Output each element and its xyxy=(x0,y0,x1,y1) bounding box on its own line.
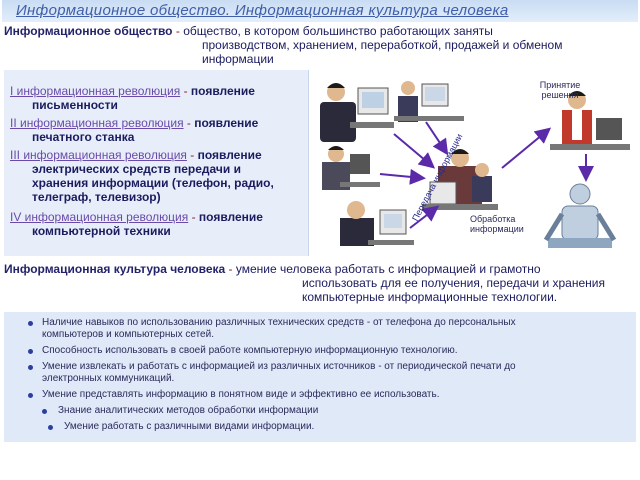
culture-def-line1: умение человека работать с информацией и… xyxy=(235,262,541,276)
bullet-icon xyxy=(28,393,33,398)
revolutions-panel: I информационная революция - появление п… xyxy=(4,70,309,256)
worker-icon xyxy=(322,146,380,190)
society-definition: Информационное общество - общество, в ко… xyxy=(4,24,624,66)
info-flow-illustration: Принятие решения Передача информации Обр… xyxy=(310,70,636,260)
culture-def-line2: использовать для ее получения, передачи … xyxy=(302,276,605,290)
decision-maker-icon xyxy=(550,91,630,150)
worker-icon xyxy=(340,201,414,246)
processing-group-icon xyxy=(422,149,498,210)
bullet-icon xyxy=(48,425,53,430)
bullet-icon xyxy=(28,349,33,354)
info-flow-svg xyxy=(320,81,630,248)
society-term: Информационное общество xyxy=(4,24,173,38)
worker-icon xyxy=(320,83,394,142)
revolution-4: IV информационная революция - появление … xyxy=(10,210,263,238)
list-item: Умение представлять информацию в понятно… xyxy=(42,389,440,400)
culture-definition: Информационная культура человека - умени… xyxy=(4,262,634,304)
society-def-line1: общество, в котором большинство работающ… xyxy=(183,24,493,38)
processing-label: Обработка информации xyxy=(470,214,524,234)
robot-icon xyxy=(543,183,617,248)
culture-term: Информационная культура человека xyxy=(4,262,226,276)
bullet-icon xyxy=(42,409,47,414)
worker-icon xyxy=(394,81,464,122)
list-item: Наличие навыков по использованию различн… xyxy=(42,317,516,340)
revolution-1: I информационная революция - появление п… xyxy=(10,84,255,112)
culture-def-line3: компьютерные информационные технологии. xyxy=(302,290,558,304)
list-item: Умение извлекать и работать с информацие… xyxy=(42,361,516,384)
revolution-3: III информационная революция - появление… xyxy=(10,148,274,204)
list-item: Способность использовать в своей работе … xyxy=(42,345,458,356)
skills-list: Наличие навыков по использованию различн… xyxy=(4,312,636,442)
society-def-line2: производством, хранением, переработкой, … xyxy=(202,38,563,52)
society-def-line3: информации xyxy=(202,52,274,66)
bullet-icon xyxy=(28,321,33,326)
page-title: Информационное общество. Информационная … xyxy=(16,2,509,19)
revolution-2: II информационная революция - появление … xyxy=(10,116,259,144)
bullet-icon xyxy=(28,365,33,370)
decision-label: Принятие решения xyxy=(539,80,581,100)
list-item: Знание аналитических методов обработки и… xyxy=(58,405,319,416)
flow-arrows xyxy=(379,121,594,229)
list-item: Умение работать с различными видами инфо… xyxy=(64,421,315,432)
title-bar: Информационное общество. Информационная … xyxy=(2,0,638,22)
